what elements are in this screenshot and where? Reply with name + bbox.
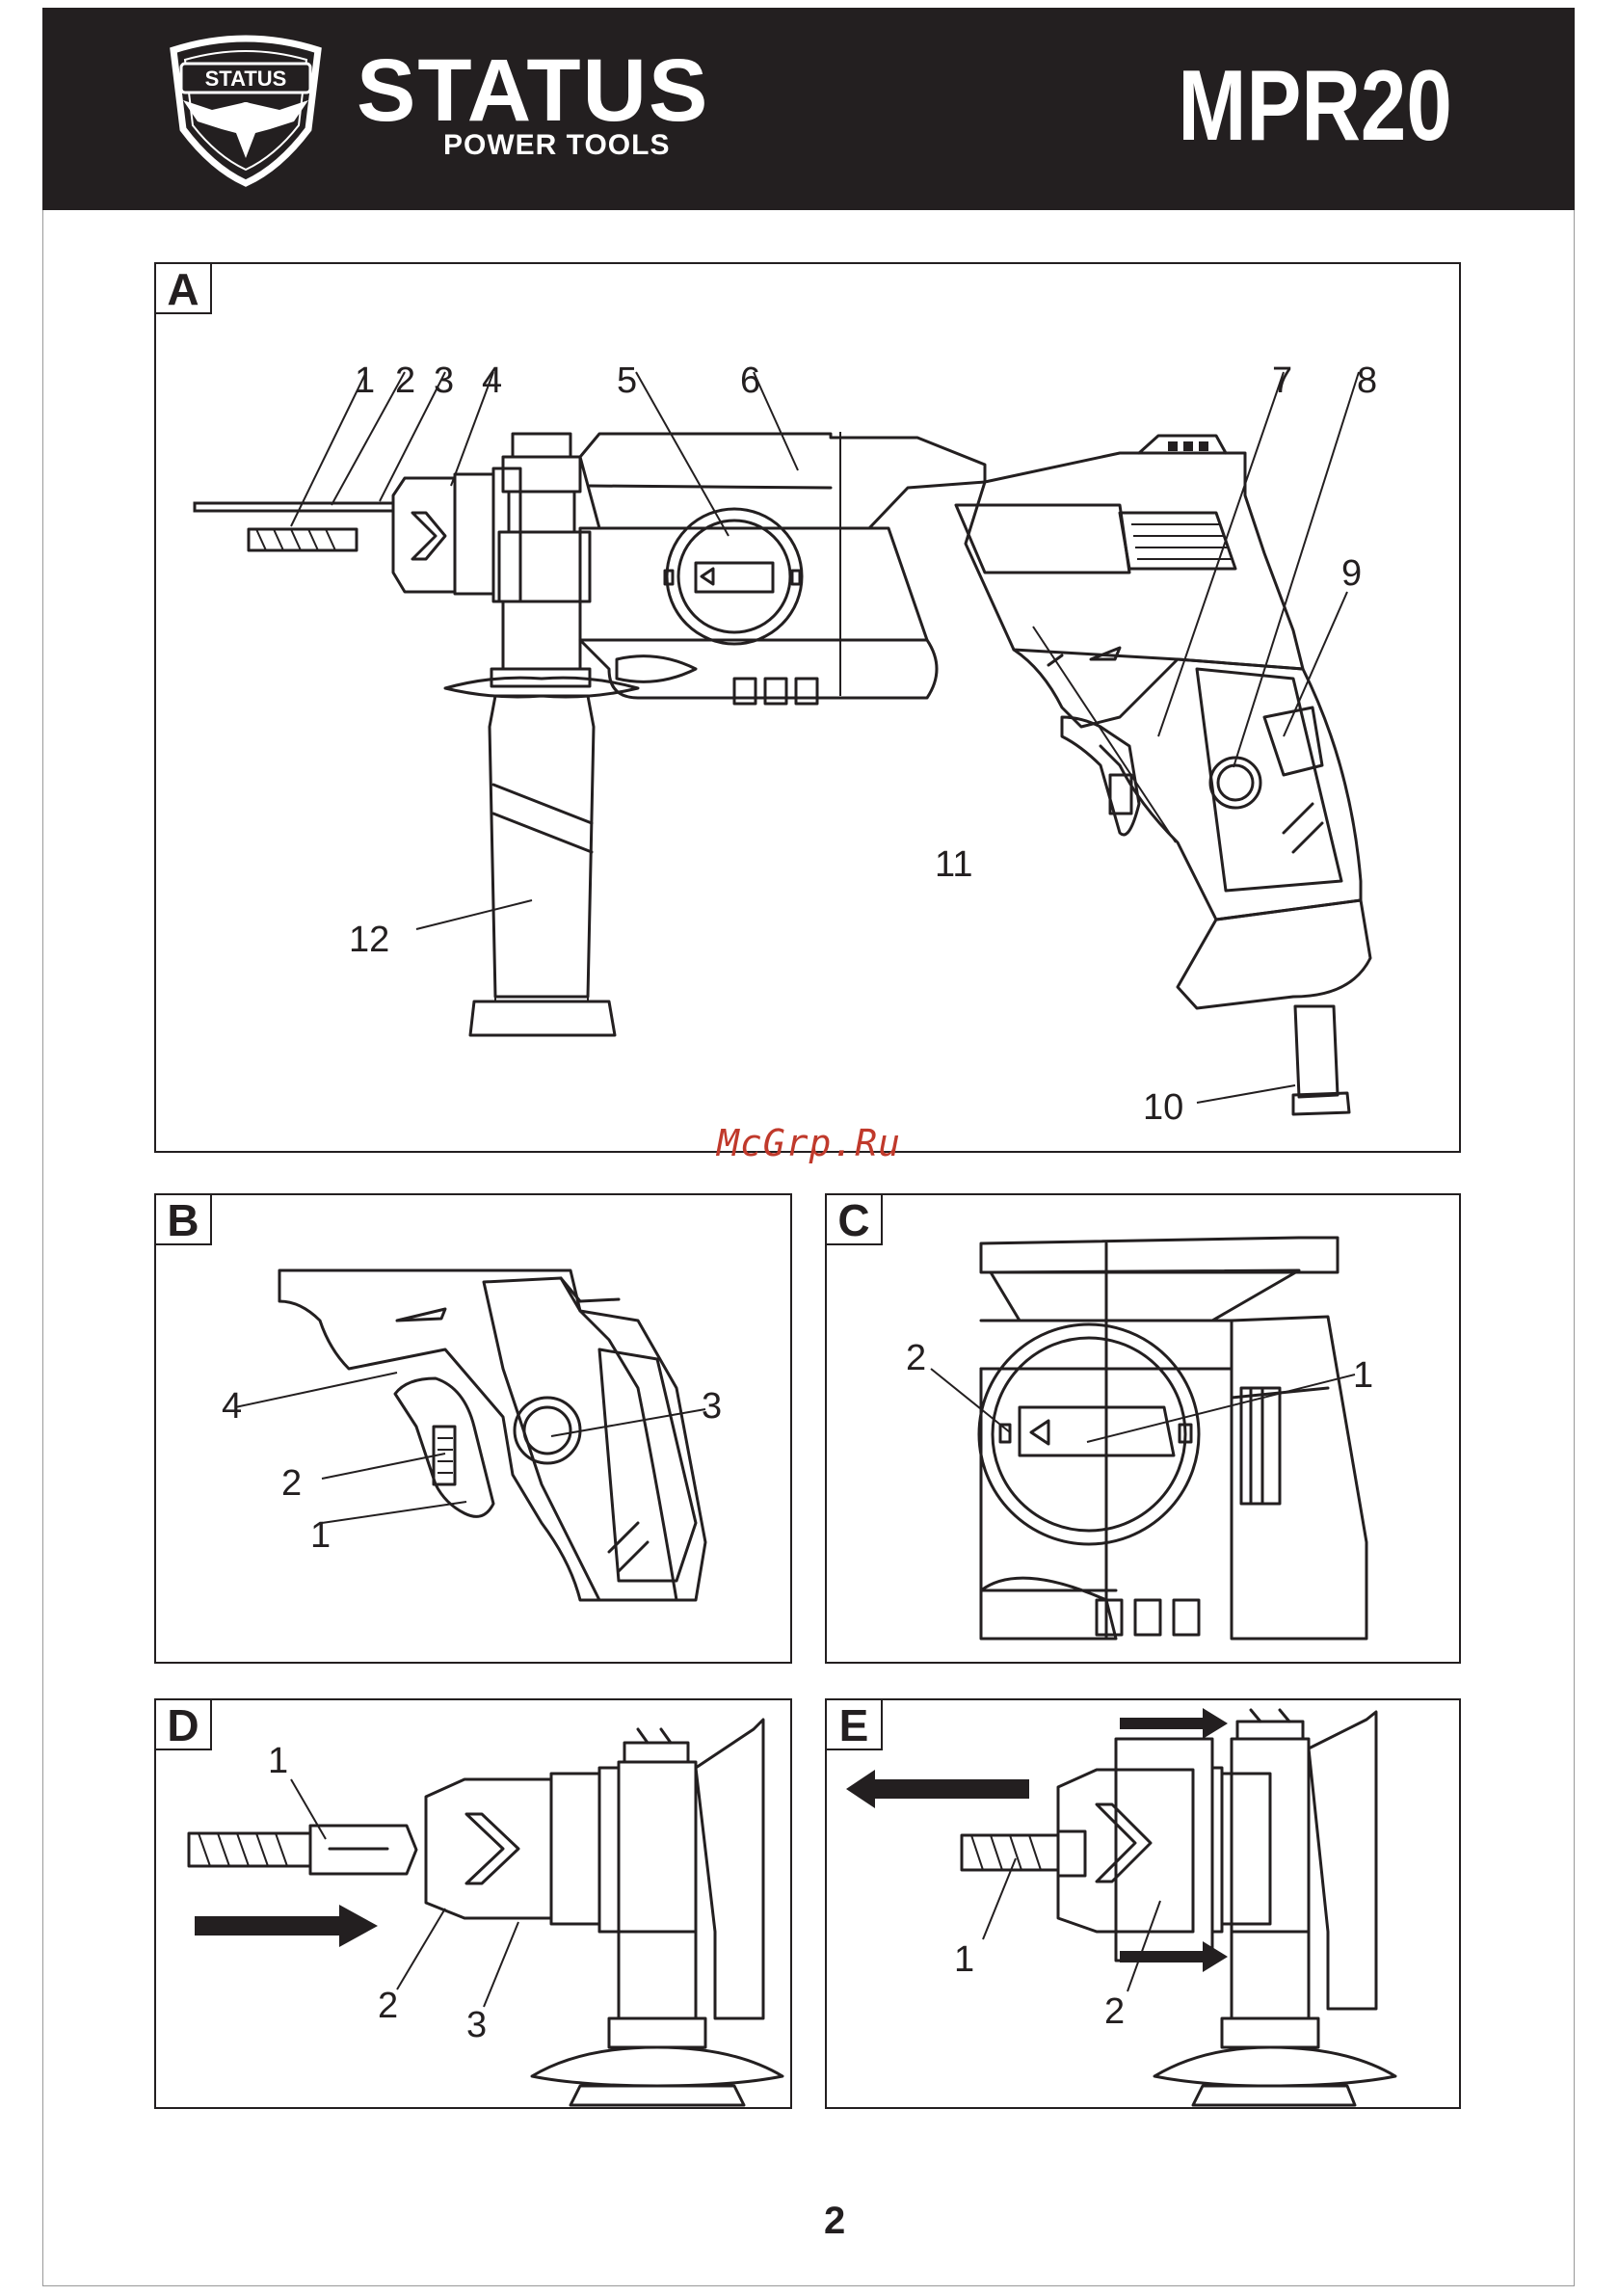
- callout-a-10: 10: [1143, 1089, 1183, 1126]
- figure-b: B 4 3 2 1: [154, 1193, 792, 1664]
- figure-d-letter: D: [156, 1700, 212, 1750]
- callout-b-1: 1: [310, 1517, 331, 1554]
- page-number: 2: [824, 2200, 845, 2243]
- mode-selector-detail-drawing: [827, 1195, 1463, 1666]
- logo-text: STATUS: [205, 67, 287, 91]
- callout-a-5: 5: [617, 362, 637, 399]
- callout-b-2: 2: [281, 1465, 302, 1502]
- callout-a-11: 11: [935, 846, 972, 883]
- callout-d-2: 2: [378, 1988, 398, 2024]
- figure-a-letter: A: [156, 264, 212, 314]
- callout-b-4: 4: [222, 1388, 242, 1425]
- callout-e-1: 1: [954, 1941, 974, 1978]
- callout-c-2: 2: [906, 1340, 926, 1376]
- callout-a-1: 1: [355, 362, 375, 399]
- callout-d-3: 3: [466, 2007, 487, 2043]
- figure-a: A 1 2 3 4 5 6 7 8 9 10 11 12: [154, 262, 1461, 1153]
- callout-a-4: 4: [482, 362, 502, 399]
- figure-c: C 2 1: [825, 1193, 1461, 1664]
- model-name: MPR20: [1179, 56, 1452, 156]
- rotary-hammer-drawing: [156, 264, 1463, 1155]
- brand-name: STATUS: [357, 46, 709, 135]
- callout-a-9: 9: [1341, 555, 1362, 592]
- callout-c-1: 1: [1353, 1357, 1373, 1394]
- figure-c-letter: C: [827, 1195, 883, 1245]
- callout-b-3: 3: [702, 1388, 722, 1425]
- figure-d: D 1 2 3: [154, 1698, 792, 2109]
- callout-a-7: 7: [1272, 362, 1292, 399]
- figure-b-letter: B: [156, 1195, 212, 1245]
- brand-tagline: POWER TOOLS: [443, 129, 670, 162]
- bit-removal-drawing: [827, 1700, 1463, 2111]
- bit-insertion-drawing: [156, 1700, 794, 2111]
- callout-a-6: 6: [740, 362, 760, 399]
- callout-a-12: 12: [349, 921, 389, 958]
- trigger-detail-drawing: [156, 1195, 794, 1666]
- callout-a-2: 2: [395, 362, 415, 399]
- watermark: McGrp.Ru: [717, 1122, 901, 1164]
- callout-e-2: 2: [1104, 1993, 1125, 2030]
- status-eagle-logo: STATUS: [154, 33, 337, 187]
- callout-a-3: 3: [434, 362, 454, 399]
- callout-d-1: 1: [268, 1743, 288, 1779]
- figure-e-letter: E: [827, 1700, 883, 1750]
- callout-a-8: 8: [1357, 362, 1377, 399]
- figure-e: E 1 2: [825, 1698, 1461, 2109]
